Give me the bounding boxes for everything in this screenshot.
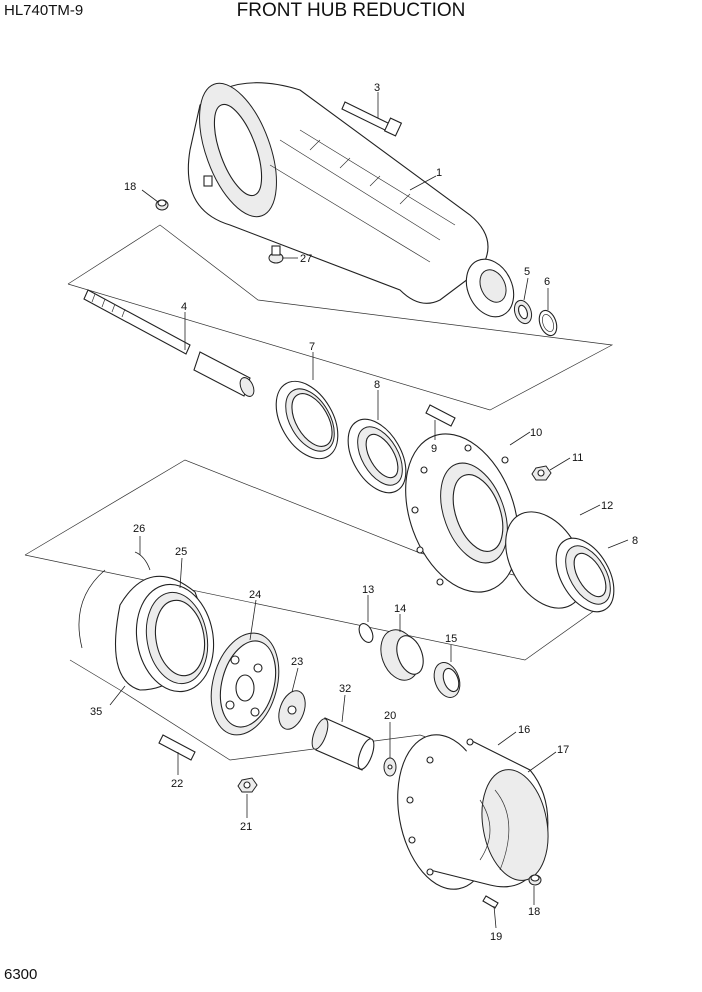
- planet-gear-part-14: [380, 629, 424, 681]
- callout-32: 32: [339, 683, 351, 695]
- axle-housing: [187, 82, 515, 318]
- snap-ring-part-26: [78, 551, 151, 649]
- callout-25: 25: [175, 546, 187, 558]
- pin-part-22: [158, 734, 196, 761]
- callout-1: 1: [436, 167, 442, 179]
- callout-8-lower: 8: [632, 535, 638, 547]
- seal-ring-part-7: [275, 380, 339, 460]
- nut-part-11: [531, 465, 552, 481]
- ring-part-6: [538, 309, 558, 337]
- callout-19: 19: [490, 931, 502, 943]
- diagram-title: FRONT HUB REDUCTION: [236, 0, 466, 21]
- callout-22: 22: [171, 778, 183, 790]
- callout-35: 35: [90, 706, 102, 718]
- ring-gear-part-25: [114, 575, 215, 693]
- bearing-part-15: [433, 662, 461, 698]
- callout-6: 6: [544, 276, 550, 288]
- callout-15: 15: [445, 633, 457, 645]
- shaft-part-32: [311, 717, 375, 771]
- callout-26: 26: [133, 523, 145, 535]
- hub-flange-part-10: [405, 433, 519, 593]
- gear-part-24: [210, 632, 280, 736]
- callout-11: 11: [572, 452, 583, 464]
- model-number: HL740TM-9: [4, 2, 84, 19]
- guide-outline-upper: [67, 224, 614, 411]
- hub-cover-part-16: [397, 734, 549, 890]
- callout-18-upper: 18: [124, 181, 136, 193]
- snap-ring-part-13: [358, 623, 374, 643]
- bearing-part-8-lower: [555, 537, 615, 613]
- callout-24: 24: [249, 589, 261, 601]
- callout-20: 20: [384, 710, 396, 722]
- callout-27: 27: [300, 253, 312, 265]
- bearing-part-8-upper: [347, 418, 407, 494]
- seal-part-5: [513, 299, 533, 325]
- callout-21: 21: [240, 821, 252, 833]
- callout-14: 14: [394, 603, 406, 615]
- screw-part-19: [482, 895, 499, 909]
- washer-part-20: [383, 757, 397, 777]
- thrust-washer-part-23: [278, 690, 306, 730]
- callout-5: 5: [524, 266, 530, 278]
- drive-shaft-part-4: [83, 289, 255, 397]
- page-number: 6300: [4, 966, 38, 983]
- callout-16: 16: [518, 724, 530, 736]
- callout-3: 3: [374, 82, 380, 94]
- callout-4: 4: [181, 301, 187, 313]
- callout-13: 13: [362, 584, 374, 596]
- plug-part-18-upper: [155, 199, 169, 211]
- callout-9: 9: [431, 443, 437, 455]
- callout-23: 23: [291, 656, 303, 668]
- bolt-part-3: [341, 101, 403, 137]
- callout-12: 12: [601, 500, 613, 512]
- plug-part-18-lower: [528, 874, 542, 886]
- callout-7: 7: [309, 341, 315, 353]
- stud-part-9: [425, 404, 456, 427]
- nut-part-21: [237, 777, 258, 793]
- callout-17: 17: [557, 744, 569, 756]
- callout-labels: 3 1 18 27 5 6 4 7 8 9 10 11 12 8 26 25 2…: [90, 82, 638, 943]
- leader-lines: [109, 92, 629, 929]
- callout-10: 10: [530, 427, 542, 439]
- callout-8-upper: 8: [374, 379, 380, 391]
- callout-18-lower: 18: [528, 906, 540, 918]
- plug-part-27: [268, 245, 284, 264]
